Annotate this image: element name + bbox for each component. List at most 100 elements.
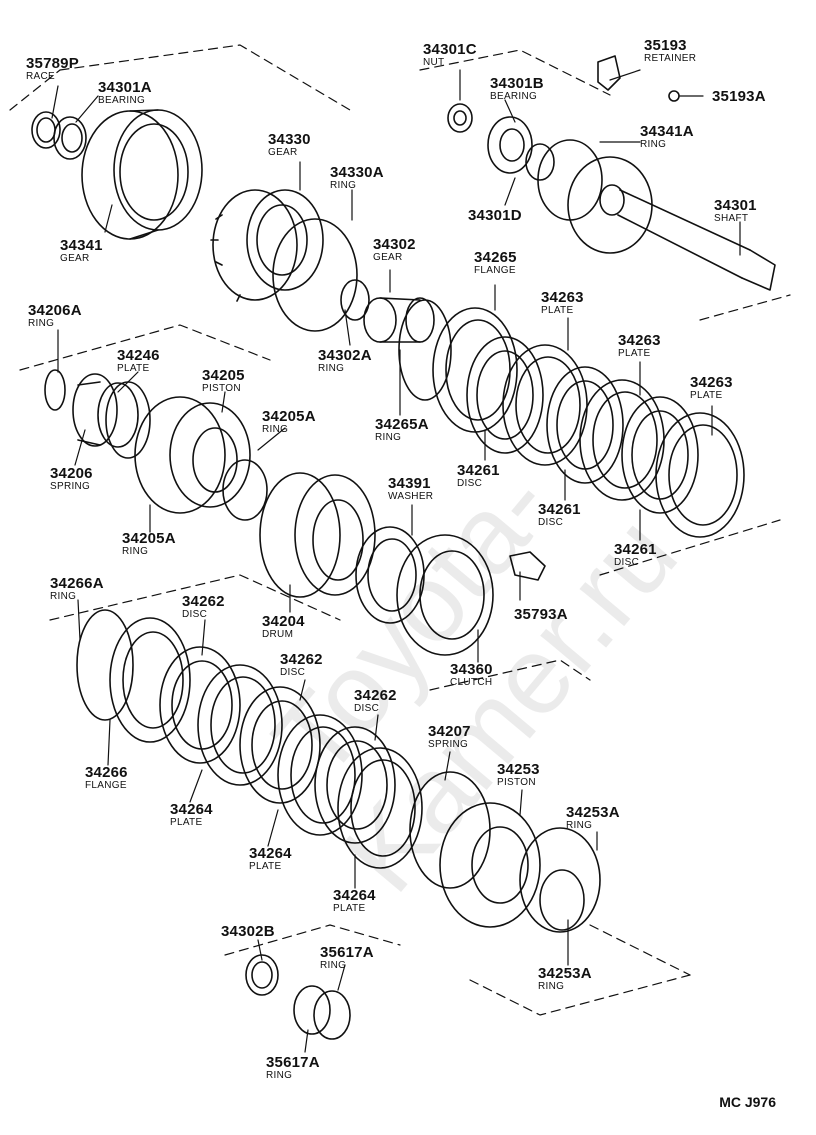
clutch-34360-shape: [396, 534, 494, 656]
part-name: RING: [318, 363, 345, 374]
ring-34302a-shape: [340, 279, 370, 321]
part-number: 34301B: [490, 75, 544, 92]
part-name: DRUM: [262, 629, 294, 640]
drawing-code: MC J976: [719, 1094, 776, 1110]
part-name: FLANGE: [474, 265, 516, 276]
part-number: 34360: [450, 661, 493, 678]
part-name: RING: [122, 546, 149, 557]
part-number: 34264: [249, 845, 292, 862]
part-name: SPRING: [50, 481, 91, 492]
part-number: 35793A: [514, 606, 568, 623]
part-name: DISC: [280, 667, 306, 678]
part-label-35193a: 35193A: [712, 89, 766, 104]
ring-35617a-shape-1: [293, 985, 331, 1035]
part-name: FLANGE: [85, 780, 127, 791]
shaft-34301-shape: [567, 156, 776, 291]
part-number: 34264: [170, 801, 213, 818]
part-number: 34262: [354, 687, 397, 704]
part-name: PISTON: [497, 777, 536, 788]
drum-34204-shape: [259, 472, 376, 598]
ring-34265a-shape: [398, 299, 452, 401]
retainer-35193-shape: [597, 55, 621, 91]
part-number: 34263: [618, 332, 661, 349]
part-number: 34266A: [50, 575, 104, 592]
part-name: PLATE: [690, 390, 723, 401]
part-name: RING: [266, 1070, 293, 1081]
part-name: GEAR: [60, 253, 90, 264]
part-34302b-shape: [245, 954, 279, 996]
part-number: 34205A: [262, 408, 316, 425]
ring-34341a-shape: [537, 139, 603, 221]
part-name: DISC: [182, 609, 208, 620]
gear-34341-shape: [81, 109, 203, 240]
part-name: RING: [262, 424, 289, 435]
part-number: 34261: [538, 501, 581, 518]
part-number: 35193: [644, 37, 687, 54]
part-name: PLATE: [249, 861, 282, 872]
part-number: 34206: [50, 465, 93, 482]
part-name: PLATE: [117, 363, 150, 374]
part-number: 34246: [117, 347, 160, 364]
bearing-34301a-shape: [53, 116, 87, 160]
gear-34330-shape: [210, 189, 324, 302]
part-number: 34205A: [122, 530, 176, 547]
part-number: 34262: [182, 593, 225, 610]
part-name: BEARING: [490, 91, 538, 102]
part-number: 34204: [262, 613, 305, 630]
disc-pack-lower: [159, 646, 423, 869]
part-number: 34263: [690, 374, 733, 391]
flange-34265-shape: [432, 307, 518, 433]
part-number: 34330: [268, 131, 311, 148]
washer-34391-shape: [355, 526, 425, 624]
part-number: 34341A: [640, 123, 694, 140]
part-name: WASHER: [388, 491, 434, 502]
ring-34330a-shape: [272, 218, 358, 332]
part-number: 34264: [333, 887, 376, 904]
spring-34207-shape: [409, 771, 491, 889]
part-name: RING: [320, 960, 347, 971]
part-name: RING: [375, 432, 402, 443]
ring-34266a-shape: [76, 609, 134, 721]
bearing-34301d-shape: [525, 143, 555, 181]
part-number: 35617A: [266, 1054, 320, 1071]
part-name: RING: [330, 180, 357, 191]
part-number: 35193A: [712, 88, 766, 105]
part-name: CLUTCH: [450, 677, 493, 688]
part-number: 34391: [388, 475, 431, 492]
part-number: 34262: [280, 651, 323, 668]
part-number: 34302A: [318, 347, 372, 364]
part-name: RING: [538, 981, 565, 992]
plate-34246-shape: [105, 381, 151, 459]
nut-34301c-shape: [447, 103, 473, 133]
part-number: 34266: [85, 764, 128, 781]
part-number: 34253: [497, 761, 540, 778]
gear-34302-shape: [363, 297, 435, 343]
part-number: 34301D: [468, 207, 522, 224]
part-number: 34302B: [221, 923, 275, 940]
part-number: 35617A: [320, 944, 374, 961]
bolt-35193a-shape: [668, 90, 680, 102]
part-number: 34301A: [98, 79, 152, 96]
